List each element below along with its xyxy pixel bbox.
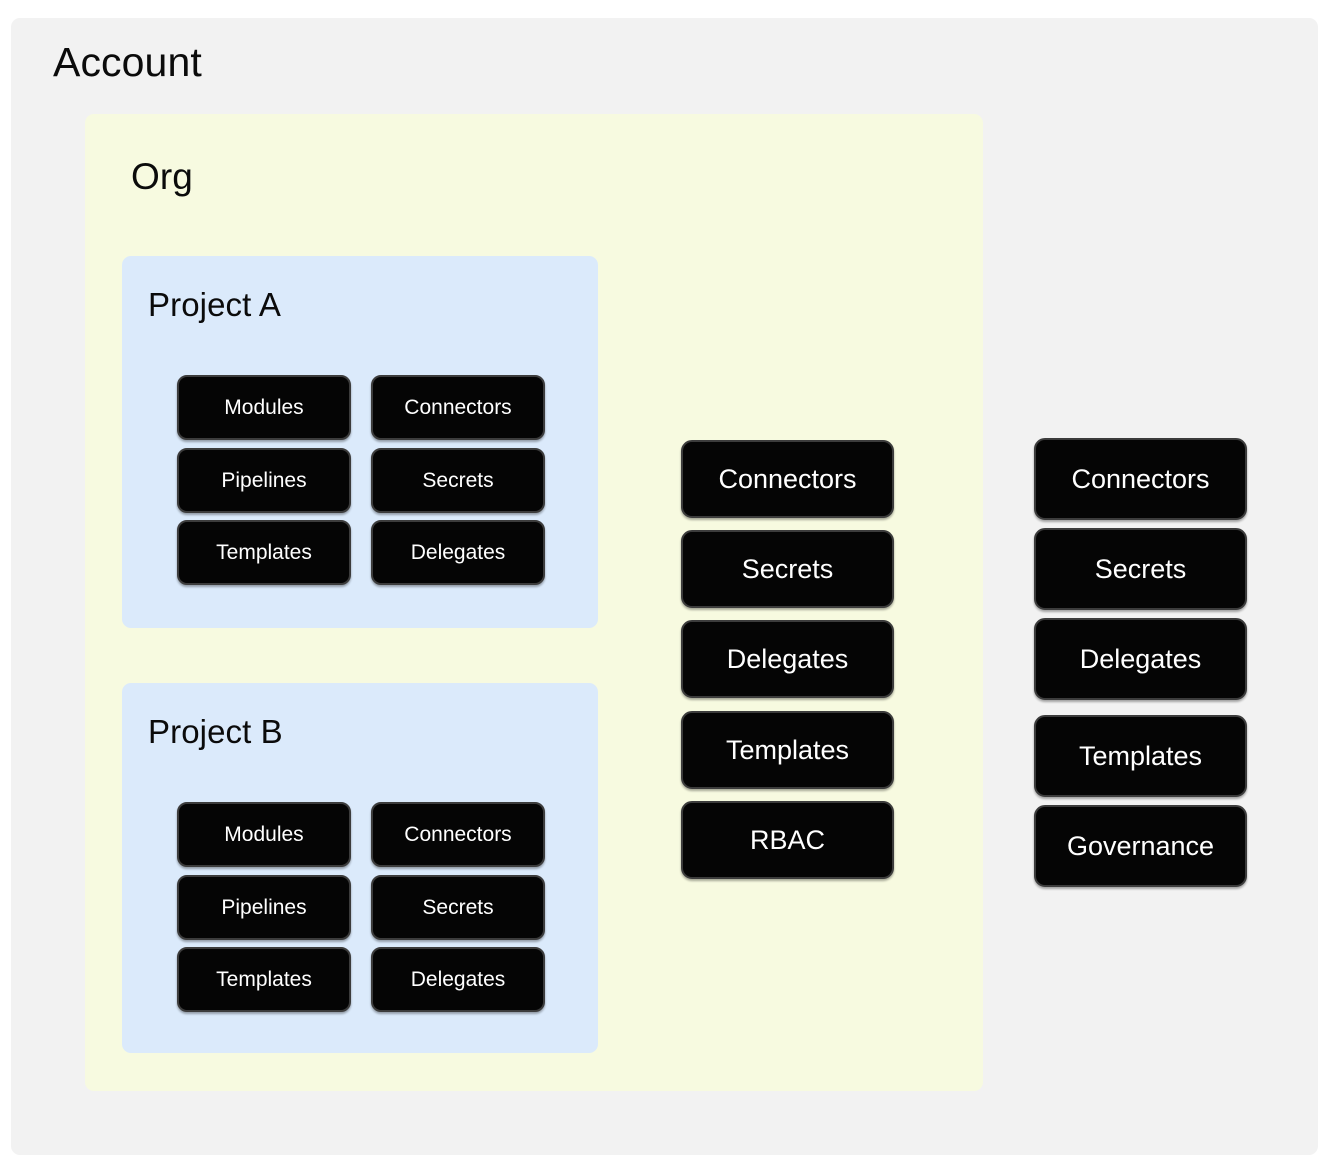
project-b-tile-delegates[interactable]: Delegates [371, 947, 545, 1012]
project-b-tile-modules[interactable]: Modules [177, 802, 351, 867]
account-scope-title: Account [53, 39, 202, 85]
project-b-tile-connectors[interactable]: Connectors [371, 802, 545, 867]
project-b-tile-pipelines[interactable]: Pipelines [177, 875, 351, 940]
project-a-tile-secrets[interactable]: Secrets [371, 448, 545, 513]
project-b-tile-secrets[interactable]: Secrets [371, 875, 545, 940]
project-b-title: Project B [148, 713, 283, 750]
project-a-tile-modules[interactable]: Modules [177, 375, 351, 440]
account-tile-governance[interactable]: Governance [1034, 805, 1247, 887]
org-tile-connectors[interactable]: Connectors [681, 440, 894, 518]
org-tile-templates[interactable]: Templates [681, 711, 894, 789]
account-tile-templates[interactable]: Templates [1034, 715, 1247, 797]
project-a-title: Project A [148, 286, 281, 323]
org-scope-title: Org [131, 156, 193, 197]
account-tile-connectors[interactable]: Connectors [1034, 438, 1247, 520]
project-a-tile-delegates[interactable]: Delegates [371, 520, 545, 585]
account-tile-secrets[interactable]: Secrets [1034, 528, 1247, 610]
project-b-tile-templates[interactable]: Templates [177, 947, 351, 1012]
project-a-tile-pipelines[interactable]: Pipelines [177, 448, 351, 513]
project-a-tile-connectors[interactable]: Connectors [371, 375, 545, 440]
org-tile-delegates[interactable]: Delegates [681, 620, 894, 698]
account-tile-delegates[interactable]: Delegates [1034, 618, 1247, 700]
project-a-tile-templates[interactable]: Templates [177, 520, 351, 585]
org-tile-secrets[interactable]: Secrets [681, 530, 894, 608]
org-tile-rbac[interactable]: RBAC [681, 801, 894, 879]
